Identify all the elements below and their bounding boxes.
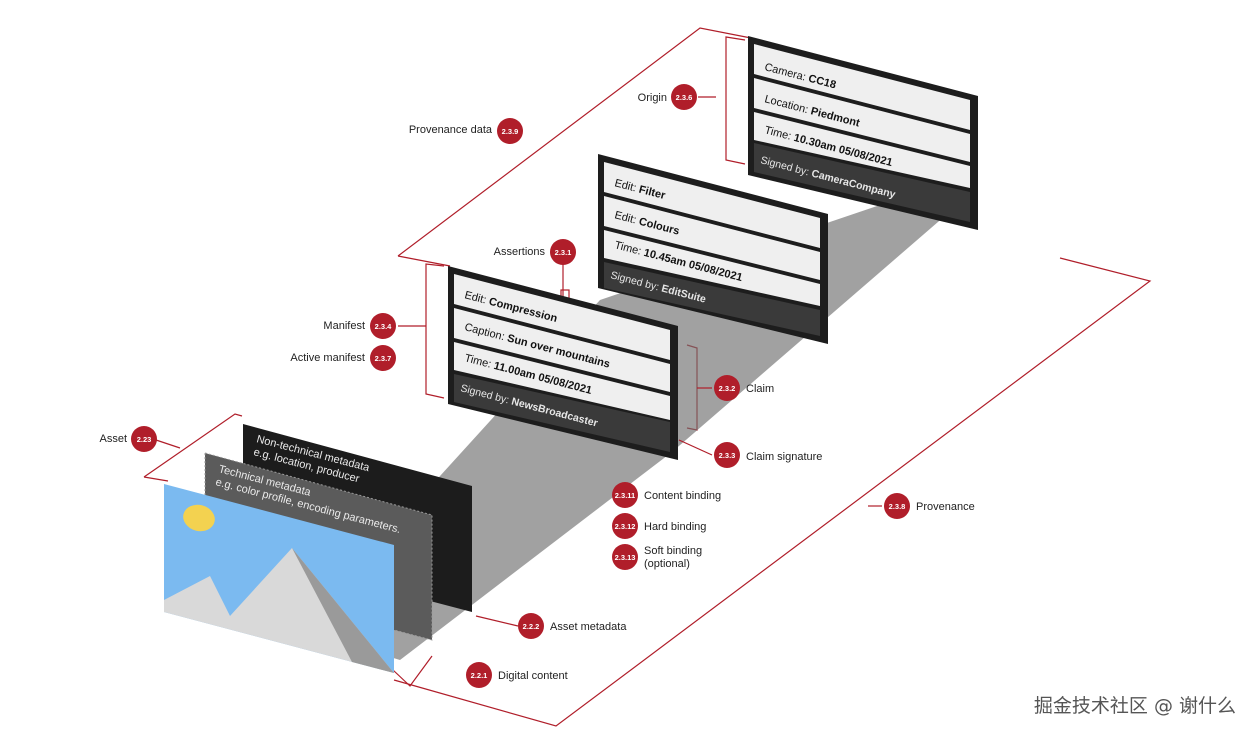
digital-content-bracket: [392, 655, 433, 687]
edit-signature-bar: [604, 262, 820, 336]
svg-text:Active manifest: Active manifest: [290, 352, 365, 364]
label-provenance: 2.3.8 Provenance: [884, 493, 975, 519]
active-manifest-card: Edit: Compression Caption: Sun over moun…: [448, 266, 678, 460]
origin-bracket: [725, 36, 746, 165]
badge-asset: [131, 426, 157, 452]
svg-text:(optional): (optional): [644, 558, 690, 570]
manifest-bracket: [425, 263, 445, 399]
label-digital-content: 2.2.1 Digital content: [466, 662, 568, 688]
svg-text:2.3.9: 2.3.9: [502, 127, 519, 136]
badge-digital-content: [466, 662, 492, 688]
badge-active-manifest: [370, 345, 396, 371]
svg-text:2.3.7: 2.3.7: [375, 354, 392, 363]
label-active-manifest: Active manifest 2.3.7: [290, 345, 396, 371]
svg-text:Asset: Asset: [99, 433, 127, 445]
badge-origin: [671, 84, 697, 110]
svg-text:Asset metadata: Asset metadata: [550, 621, 627, 633]
edit-row-1: [604, 162, 820, 248]
svg-text:2.3.3: 2.3.3: [719, 451, 736, 460]
active-row-1: [454, 274, 670, 360]
label-claim: 2.3.2 Claim: [714, 375, 774, 401]
svg-text:2.2.1: 2.2.1: [471, 671, 488, 680]
badge-provenance: [884, 493, 910, 519]
active-row-3: [454, 342, 670, 420]
provenance-data-outline: [397, 27, 752, 267]
label-content-binding: 2.3.11 Content binding: [612, 482, 721, 508]
origin-row-3: [754, 112, 970, 188]
label-claim-signature: 2.3.3 Claim signature: [714, 442, 822, 468]
asset-bracket: [143, 413, 243, 482]
mountain-shadow-shape: [292, 548, 394, 673]
sun-shape: [183, 504, 215, 532]
label-provenance-data: Provenance data 2.3.9: [409, 118, 523, 144]
svg-text:Soft binding: Soft binding: [644, 545, 702, 557]
label-soft-binding: 2.3.13 Soft binding (optional): [612, 544, 702, 570]
label-hard-binding: 2.3.12 Hard binding: [612, 513, 706, 539]
origin-row-1: [754, 44, 970, 130]
badge-provenance-data: [497, 118, 523, 144]
svg-text:Claim: Claim: [746, 383, 774, 395]
provenance-outline: [393, 257, 1152, 727]
badge-hard-binding: [612, 513, 638, 539]
svg-text:2.3.6: 2.3.6: [676, 93, 693, 102]
badge-manifest: [370, 313, 396, 339]
leader-lines: [155, 96, 882, 627]
label-origin: Origin 2.3.6: [638, 84, 697, 110]
badge-assertions: [550, 239, 576, 265]
label-manifest: Manifest 2.3.4: [323, 313, 396, 339]
edit-row-2: [604, 196, 820, 280]
svg-text:Manifest: Manifest: [323, 320, 365, 332]
edit-row-3: [604, 230, 820, 306]
origin-card: Camera: CC18 Location: Piedmont Time: 10…: [748, 36, 978, 230]
svg-text:Provenance data: Provenance data: [409, 124, 493, 136]
svg-text:Claim signature: Claim signature: [746, 451, 822, 463]
svg-text:2.23: 2.23: [137, 435, 152, 444]
badge-soft-binding: [612, 544, 638, 570]
svg-text:Origin: Origin: [638, 92, 667, 104]
active-row-2: [454, 308, 670, 392]
svg-text:2.3.4: 2.3.4: [375, 322, 393, 331]
edit-card: Edit: Filter Edit: Colours Time: 10.45am…: [598, 154, 828, 344]
svg-text:Digital content: Digital content: [498, 670, 568, 682]
label-asset: Asset 2.23: [99, 426, 157, 452]
active-signature-bar: [454, 374, 670, 452]
origin-signature-bar: [754, 143, 970, 222]
mountains-shape: [164, 548, 394, 673]
watermark-text: 掘金技术社区 @ 谢什么: [1033, 695, 1236, 717]
svg-text:2.3.11: 2.3.11: [615, 491, 635, 500]
svg-text:2.3.12: 2.3.12: [615, 522, 636, 531]
label-asset-metadata: 2.2.2 Asset metadata: [518, 613, 627, 639]
badge-content-binding: [612, 482, 638, 508]
badge-asset-metadata: [518, 613, 544, 639]
label-assertions: Assertions 2.3.1: [494, 239, 576, 265]
svg-text:Provenance: Provenance: [916, 501, 975, 513]
badge-claim-signature: [714, 442, 740, 468]
svg-text:2.3.13: 2.3.13: [615, 553, 636, 562]
svg-text:Assertions: Assertions: [494, 246, 546, 258]
svg-text:2.2.2: 2.2.2: [523, 622, 540, 631]
svg-text:2.3.2: 2.3.2: [719, 384, 736, 393]
digital-content-image: [164, 484, 394, 673]
svg-text:2.3.1: 2.3.1: [555, 248, 572, 257]
svg-text:Hard binding: Hard binding: [644, 521, 706, 533]
svg-text:2.3.8: 2.3.8: [889, 502, 906, 511]
svg-text:Content binding: Content binding: [644, 490, 721, 502]
badge-claim: [714, 375, 740, 401]
origin-row-2: [754, 78, 970, 162]
